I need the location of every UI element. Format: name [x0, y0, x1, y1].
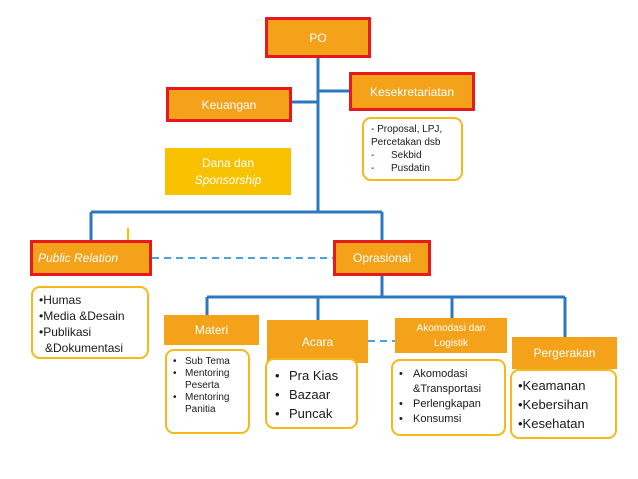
- materi-note-item: •Mentoring: [173, 368, 230, 379]
- pr-note-dokumentasi: &Dokumentasi: [45, 341, 124, 355]
- po-label: PO: [309, 30, 327, 45]
- oprasional-box: Oprasional: [333, 240, 431, 276]
- sekretariat-note-line4: - Pusdatin: [371, 162, 454, 175]
- po-box: PO: [265, 17, 371, 58]
- dana-label-line2: Sponsorship: [194, 172, 262, 187]
- sekretariat-note-line1: - Proposal, LPJ,: [371, 124, 443, 135]
- oprasional-label: Oprasional: [352, 251, 412, 265]
- materi-notes: •Sub Tema •Mentoring Peserta •Mentoring …: [165, 349, 250, 434]
- akomodasi-note-item: •Perlengkapan: [399, 398, 481, 410]
- akomodasi-note-akomodasi: Akomodasi: [413, 368, 468, 380]
- sekretariat-dash: -: [371, 163, 375, 174]
- pergerakan-notes: •Keamanan •Kebersihan •Kesehatan: [510, 369, 617, 439]
- dana-sponsorship-box: Dana dan Sponsorship: [165, 148, 291, 195]
- pergerakan-label: Pergerakan: [533, 346, 596, 360]
- pr-note-humas: •Humas: [39, 293, 82, 307]
- materi-note-subtema: Sub Tema: [185, 356, 230, 367]
- acara-note-prakias: Pra Kias: [289, 368, 339, 383]
- kesekretariatan-notes: - Proposal, LPJ, Percetakan dsb -Sekbid …: [362, 117, 463, 181]
- pr-note-publikasi: •Publikasi: [39, 325, 92, 339]
- akomodasi-notes: •Akomodasi &Transportasi •Perlengkapan •…: [391, 359, 506, 436]
- sekretariat-note-line3: - Sekbid: [371, 149, 454, 162]
- keuangan-label: Keuangan: [201, 97, 257, 112]
- acara-box: Acara: [267, 320, 368, 363]
- public-relation-label: Public Relation: [38, 251, 119, 265]
- acara-note-item: •Bazaar: [275, 387, 331, 402]
- akomodasi-note-item: &Transportasi: [413, 383, 482, 395]
- pergerakan-note-kesehatan: •Kesehatan: [518, 416, 585, 431]
- materi-box: Materi: [164, 315, 259, 345]
- acara-notes: •Pra Kias •Bazaar •Puncak: [265, 358, 358, 429]
- acara-note-puncak: Puncak: [289, 406, 333, 421]
- sekretariat-sekbid: Sekbid: [391, 150, 422, 161]
- sekretariat-dash: -: [371, 150, 375, 161]
- materi-note-item: •Mentoring: [173, 392, 230, 403]
- materi-note-item: Panitia: [185, 404, 216, 415]
- pergerakan-box: Pergerakan: [512, 337, 617, 369]
- akomodasi-note-item: •Akomodasi: [399, 368, 468, 380]
- sekretariat-pusdatin: Pusdatin: [391, 163, 430, 174]
- akomodasi-note-konsumsi: Konsumsi: [413, 413, 462, 425]
- kesekretariatan-label: Kesekretariatan: [369, 84, 455, 99]
- materi-note-item: Peserta: [185, 380, 220, 391]
- public-relation-box: Public Relation: [30, 240, 152, 276]
- akomodasi-label-line2: Logistik: [434, 337, 468, 349]
- public-relation-notes: •Humas •Media &Desain •Publikasi &Dokume…: [31, 286, 149, 359]
- sekretariat-note-line2: Percetakan dsb: [371, 137, 441, 148]
- pr-note-media: •Media &Desain: [39, 309, 125, 323]
- kesekretariatan-box: Kesekretariatan: [349, 72, 475, 111]
- keuangan-box: Keuangan: [166, 87, 292, 122]
- acara-note-item: •Pra Kias: [275, 368, 339, 383]
- akomodasi-label-line1: Akomodasi dan: [416, 322, 486, 334]
- pergerakan-note-kebersihan: •Kebersihan: [518, 397, 589, 412]
- materi-note-mentoring1: Mentoring: [185, 368, 230, 379]
- akomodasi-box: Akomodasi dan Logistik: [395, 318, 507, 353]
- akomodasi-note-item: •Konsumsi: [399, 413, 462, 425]
- materi-note-item: •Sub Tema: [173, 356, 230, 367]
- materi-label: Materi: [194, 323, 229, 337]
- dana-label-line1: Dana dan: [201, 155, 255, 170]
- pergerakan-note-keamanan: •Keamanan: [518, 378, 586, 393]
- acara-note-bazaar: Bazaar: [289, 387, 331, 402]
- acara-note-item: •Puncak: [275, 406, 333, 421]
- materi-note-mentoring2: Mentoring: [185, 392, 230, 403]
- acara-label: Acara: [301, 334, 334, 349]
- akomodasi-note-perlengkapan: Perlengkapan: [413, 398, 481, 410]
